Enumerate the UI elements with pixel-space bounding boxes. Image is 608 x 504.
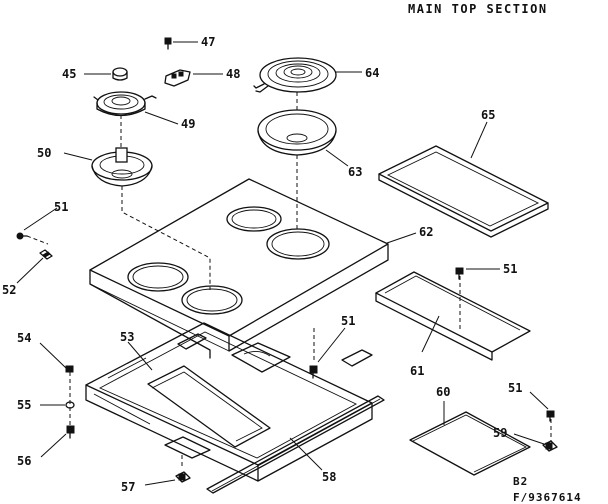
part-63-drip-bowl (257, 109, 349, 167)
callout-61: 61 (410, 364, 424, 378)
alignment-lines (26, 92, 552, 468)
part-60-wire-rack (409, 401, 531, 476)
callout-51-lower-right: 51 (508, 381, 522, 395)
callout-49: 49 (181, 117, 195, 131)
part-59-clip (513, 433, 558, 452)
part-61-bracket (375, 271, 531, 361)
part-47-screw (164, 37, 198, 50)
callout-53: 53 (120, 330, 134, 344)
part-56-screw (40, 425, 75, 458)
callout-60: 60 (436, 385, 450, 399)
callout-63: 63 (348, 165, 362, 179)
callout-50: 50 (37, 146, 51, 160)
callout-57: 57 (121, 480, 135, 494)
part-58-rail (206, 395, 385, 494)
part-51-screw-center (309, 327, 346, 379)
part-45-knob (84, 67, 128, 81)
callout-65: 65 (481, 108, 495, 122)
part-48-terminal-block (164, 69, 223, 87)
part-62-cooktop (89, 178, 417, 359)
diagram-title: MAIN TOP SECTION (408, 2, 548, 16)
footer-code-line2: F/9367614 (513, 491, 582, 504)
part-49-burner-ring (93, 91, 179, 125)
footer-code-line1: B2 (513, 475, 528, 488)
callout-54: 54 (17, 331, 31, 345)
callout-47: 47 (201, 35, 215, 49)
part-54-nut (39, 342, 74, 373)
part-55-washer (40, 401, 75, 409)
part-50-drip-bowl (63, 147, 153, 187)
callout-64: 64 (365, 66, 379, 80)
part-51-screw-right (455, 267, 500, 280)
callout-51-center: 51 (341, 314, 355, 328)
callout-51-upper-left: 51 (54, 200, 68, 214)
callout-59: 59 (493, 426, 507, 440)
part-65-panel (378, 121, 549, 238)
callout-48: 48 (226, 67, 240, 81)
part-51-screw-left (16, 207, 58, 240)
callout-62: 62 (419, 225, 433, 239)
callout-55: 55 (17, 398, 31, 412)
part-64-surface-element (253, 57, 362, 93)
part-57-clip (144, 471, 191, 486)
callout-56: 56 (17, 454, 31, 468)
callout-51-right: 51 (503, 262, 517, 276)
callout-45: 45 (62, 67, 76, 81)
part-51-screw-lower-right (529, 391, 555, 422)
part-52-clip (16, 249, 53, 284)
callout-58: 58 (322, 470, 336, 484)
callout-52: 52 (2, 283, 16, 297)
